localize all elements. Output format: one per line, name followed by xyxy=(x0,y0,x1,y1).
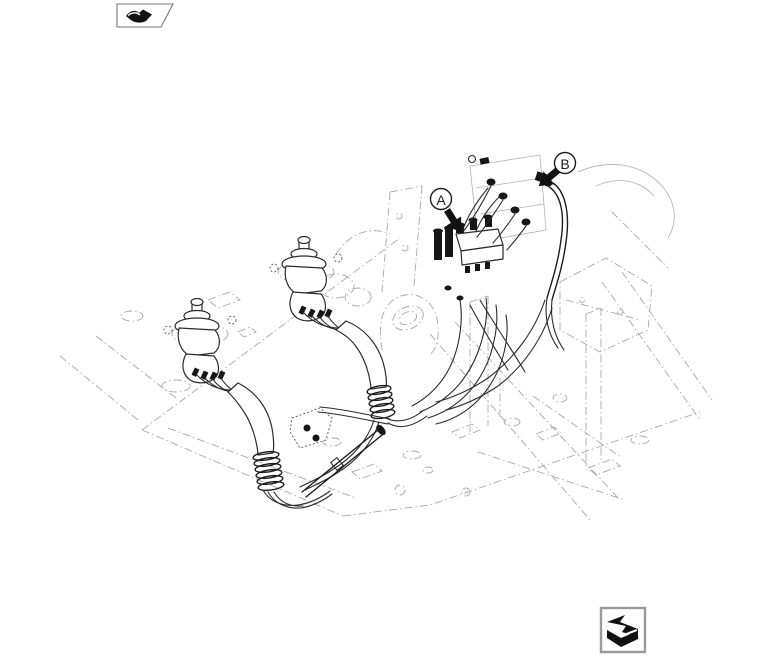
left-joystick xyxy=(163,297,333,509)
floor-pipe-run xyxy=(289,406,391,498)
callout-b-arrow xyxy=(538,167,561,187)
pilot-hose-harness xyxy=(411,187,553,425)
callout-a[interactable]: A xyxy=(429,187,469,238)
floor-plate-phantom xyxy=(59,237,701,517)
callout-b-label: B xyxy=(560,156,569,172)
left-sleeve-rib-wrap xyxy=(252,450,285,492)
right-sleeve-rib-wrap xyxy=(366,384,396,420)
prev-figure-icon xyxy=(116,3,174,28)
pilot-valve-block-a xyxy=(433,214,504,301)
prev-figure-button[interactable] xyxy=(114,2,178,30)
right-joystick xyxy=(269,235,428,491)
overview-icon xyxy=(599,606,647,654)
callout-a-arrow xyxy=(444,208,462,233)
overview-button[interactable] xyxy=(598,605,648,655)
callout-a-label: A xyxy=(436,192,446,208)
callout-b[interactable]: B xyxy=(533,151,577,193)
